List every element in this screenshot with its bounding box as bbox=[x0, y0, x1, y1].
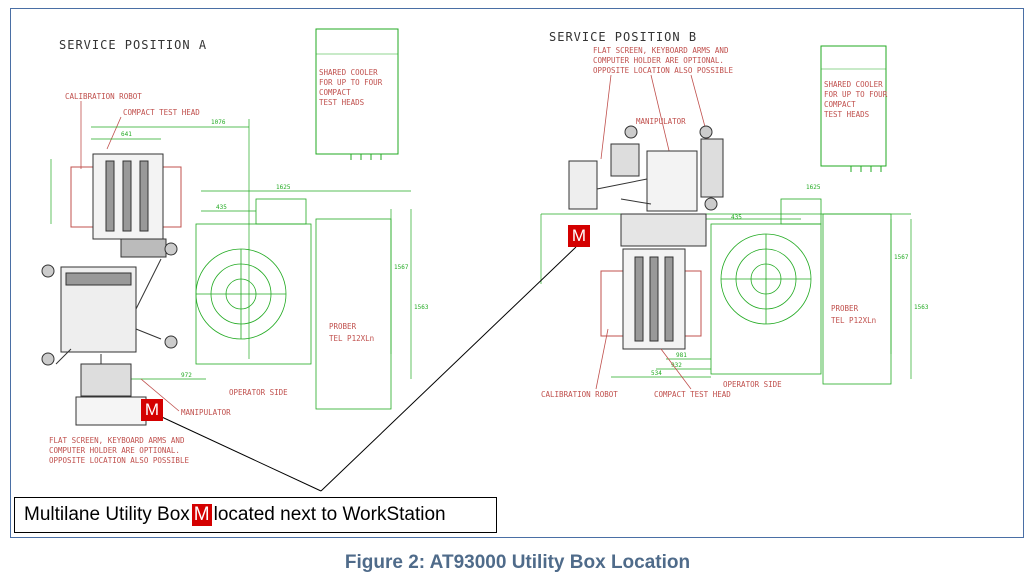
left-dim-5: 1567 bbox=[394, 264, 409, 271]
left-shared-cooler: SHARED COOLER FOR UP TO FOUR COMPACT TES… bbox=[315, 28, 399, 160]
left-cooler-line-4: TEST HEADS bbox=[319, 98, 365, 107]
callout-marker: M bbox=[191, 504, 212, 526]
left-title: SERVICE POSITION A bbox=[59, 38, 207, 52]
right-dim-4: 1563 bbox=[914, 304, 929, 311]
figure-caption: Figure 2: AT93000 Utility Box Location bbox=[344, 552, 691, 573]
left-cooler-line-2: FOR UP TO FOUR bbox=[319, 78, 383, 87]
right-dim-7: 534 bbox=[651, 370, 662, 377]
callout-connectors bbox=[150, 246, 577, 492]
right-cooler-line-4: TEST HEADS bbox=[824, 110, 870, 119]
right-dim-2: 435 bbox=[731, 214, 742, 221]
right-title: SERVICE POSITION B bbox=[549, 30, 697, 44]
right-dim-5: 981 bbox=[676, 352, 687, 359]
utility-box-marker-right: M bbox=[568, 225, 590, 247]
callout-text-after: located next to WorkStation bbox=[213, 504, 446, 525]
layout-drawing: SERVICE POSITION A SHARED COOLER FOR UP … bbox=[41, 28, 929, 492]
right-calibration-robot-label: CALIBRATION ROBOT bbox=[541, 390, 618, 399]
left-dim-2: 641 bbox=[121, 131, 132, 138]
left-operator-side-label: OPERATOR SIDE bbox=[229, 388, 288, 397]
right-compact-test-head-label: COMPACT TEST HEAD bbox=[654, 390, 731, 399]
figure-frame: SERVICE POSITION A SHARED COOLER FOR UP … bbox=[10, 8, 1024, 538]
right-prober-line-2: TEL P12XLn bbox=[831, 316, 876, 325]
left-prober-line-1: PROBER bbox=[329, 322, 357, 331]
left-dim-4: 435 bbox=[216, 204, 227, 211]
right-dim-1: 1625 bbox=[806, 184, 821, 191]
utility-box-marker-left: M bbox=[141, 399, 163, 421]
left-dim-1: 1076 bbox=[211, 119, 226, 126]
left-dim-6: 1563 bbox=[414, 304, 429, 311]
right-prober-line-1: PROBER bbox=[831, 304, 859, 313]
right-operator-side-label: OPERATOR SIDE bbox=[723, 380, 782, 389]
right-prober bbox=[710, 198, 892, 385]
callout-text-before: Multilane Utility Box bbox=[24, 504, 190, 525]
left-dim-3: 1625 bbox=[276, 184, 291, 191]
left-prober bbox=[195, 198, 392, 410]
right-test-head bbox=[600, 248, 702, 350]
right-note-line-1: FLAT SCREEN, KEYBOARD ARMS AND bbox=[593, 46, 729, 55]
left-compact-test-head-label: COMPACT TEST HEAD bbox=[123, 108, 200, 117]
left-cooler-line-1: SHARED COOLER bbox=[319, 68, 378, 77]
right-dim-3: 1567 bbox=[894, 254, 909, 261]
left-manipulator-label: MANIPULATOR bbox=[181, 408, 231, 417]
left-prober-line-2: TEL P12XLn bbox=[329, 334, 374, 343]
left-calibration-robot-label: CALIBRATION ROBOT bbox=[65, 92, 142, 101]
left-cooler-line-3: COMPACT bbox=[319, 88, 351, 97]
right-cooler-line-2: FOR UP TO FOUR bbox=[824, 90, 888, 99]
right-shared-cooler: SHARED COOLER FOR UP TO FOUR COMPACT TES… bbox=[820, 45, 888, 172]
left-manipulator-body bbox=[41, 242, 178, 426]
right-cooler-line-1: SHARED COOLER bbox=[824, 80, 883, 89]
right-manipulator-label: MANIPULATOR bbox=[636, 117, 686, 126]
left-dim-7: 972 bbox=[181, 372, 192, 379]
service-position-b: SERVICE POSITION B FLAT SCREEN, KEYBOARD… bbox=[540, 30, 929, 399]
right-note-line-3: OPPOSITE LOCATION ALSO POSSIBLE bbox=[593, 66, 733, 75]
left-test-head bbox=[70, 153, 182, 258]
left-note-line-3: OPPOSITE LOCATION ALSO POSSIBLE bbox=[49, 456, 189, 465]
right-note-line-2: COMPUTER HOLDER ARE OPTIONAL. bbox=[593, 56, 724, 65]
right-manipulator-body bbox=[568, 125, 724, 247]
left-note-line-1: FLAT SCREEN, KEYBOARD ARMS AND bbox=[49, 436, 185, 445]
service-position-a: SERVICE POSITION A SHARED COOLER FOR UP … bbox=[41, 28, 429, 465]
right-dim-6: 932 bbox=[671, 362, 682, 369]
right-cooler-line-3: COMPACT bbox=[824, 100, 856, 109]
left-note-line-2: COMPUTER HOLDER ARE OPTIONAL. bbox=[49, 446, 180, 455]
